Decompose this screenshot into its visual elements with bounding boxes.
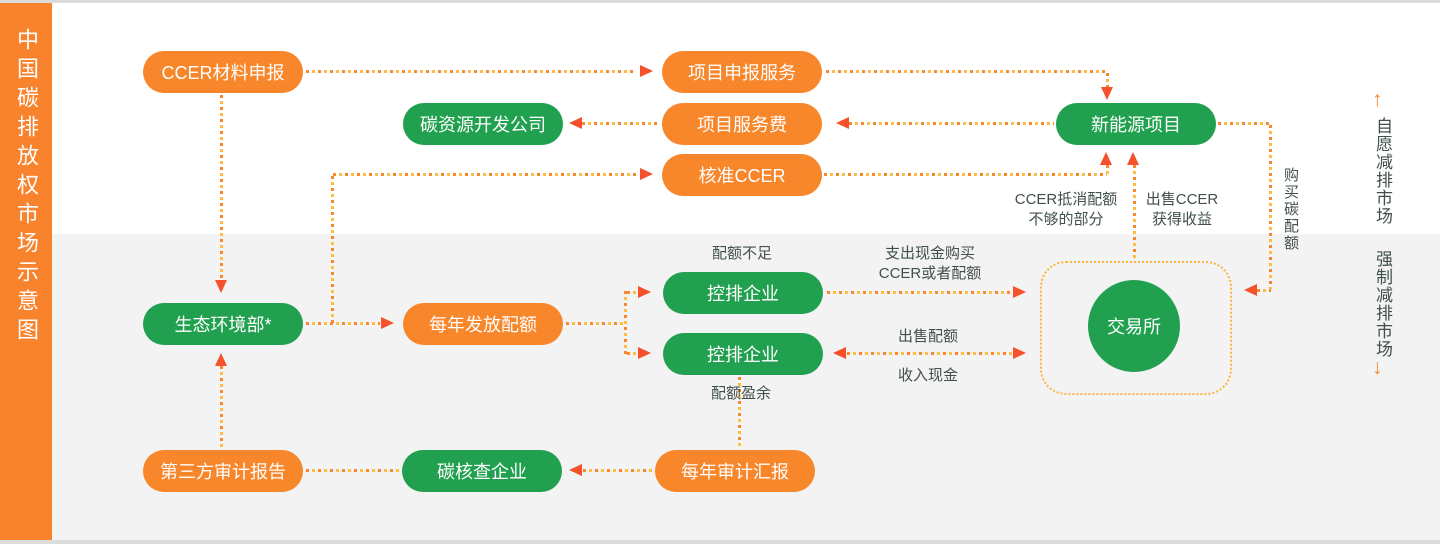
edge-ccer-apply-to-project-apply [306, 70, 636, 73]
label-buy-quota: 购买碳配额 [1282, 167, 1299, 252]
edge-ministry-to-approved-ccer-h [333, 173, 638, 176]
arrowhead-into-annual-quota [381, 317, 394, 329]
arrowhead-into-controlled-top [638, 286, 651, 298]
edge-controlled-bottom-to-annual-audit [738, 377, 741, 449]
edge-controlled-bottom-exchange [847, 352, 1012, 355]
exchange-boundary-box [1040, 261, 1232, 395]
edge-new-energy-to-exchange-h2 [1257, 289, 1271, 292]
edge-third-party-to-ministry [220, 366, 223, 448]
label-sell-ccer: 出售CCER 获得收益 [1122, 190, 1242, 230]
node-annual-quota: 每年发放配额 [403, 303, 563, 345]
label-sell-ccer-line1: 出售CCER [1145, 191, 1219, 208]
node-carbon-dev-company: 碳资源开发公司 [403, 103, 563, 145]
node-approved-ccer: 核准CCER [662, 154, 822, 196]
node-controlled-top: 控排企业 [663, 272, 823, 314]
node-carbon-verifier: 碳核查企业 [402, 450, 562, 492]
label-pay-cash: 支出现金购买 CCER或者配额 [850, 244, 1010, 284]
node-controlled-bottom: 控排企业 [663, 333, 823, 375]
node-project-fee: 项目服务费 [662, 103, 822, 145]
label-ccer-offset-line1: CCER抵消配额 [1014, 191, 1118, 208]
node-exchange: 交易所 [1088, 280, 1180, 372]
label-receive-cash: 收入现金 [897, 367, 958, 384]
node-third-party-report: 第三方审计报告 [143, 450, 303, 492]
label-ccer-offset: CCER抵消配额 不够的部分 [996, 190, 1136, 230]
bottom-border [0, 540, 1440, 544]
edge-split-to-controlled-top [627, 291, 637, 294]
edge-ministry-to-annual-quota [306, 322, 380, 325]
label-quota-surplus: 配额盈余 [710, 385, 771, 402]
node-ccer-apply: CCER材料申报 [143, 51, 303, 93]
edge-split-to-controlled-bottom [627, 352, 637, 355]
market-voluntary-label: 自愿减排市场 [1373, 117, 1392, 225]
label-sell-ccer-line2: 获得收益 [1151, 211, 1212, 228]
label-quota-short: 配额不足 [711, 245, 772, 262]
arrowhead-into-project-fee [836, 117, 849, 129]
edge-controlled-top-to-exchange [827, 291, 1012, 294]
sidebar: 中国碳排放权市场示意图 [0, 3, 52, 540]
edge-annual-quota-split-v [624, 291, 627, 354]
node-project-apply: 项目申报服务 [662, 51, 822, 93]
market-mandatory-label: 强制减排市场 [1373, 250, 1392, 358]
edge-approved-ccer-to-new-energy-v [1106, 165, 1109, 175]
node-annual-audit: 每年审计汇报 [655, 450, 815, 492]
edge-project-apply-to-new-energy-v [1106, 73, 1109, 87]
node-new-energy: 新能源项目 [1056, 103, 1216, 145]
edge-ccer-apply-to-ministry [220, 95, 223, 279]
arrowhead-into-ministry-top [215, 280, 227, 293]
label-ccer-offset-line2: 不够的部分 [1028, 211, 1104, 228]
arrowhead-into-controlled-bottom [638, 347, 651, 359]
label-pay-cash-line1: 支出现金购买 [884, 245, 975, 262]
up-arrow-icon: ↑ [1372, 88, 1383, 111]
arrowhead-into-controlled-bottom-right [833, 347, 846, 359]
edge-new-energy-to-exchange-v [1269, 125, 1272, 289]
top-border [0, 0, 1440, 3]
arrowhead-ccer-offset-into-new-energy [1100, 152, 1112, 165]
edge-annual-quota-split-h [566, 322, 626, 325]
edge-exchange-to-new-energy-v [1133, 165, 1136, 261]
arrowhead-into-exchange-right [1244, 284, 1257, 296]
arrowhead-into-carbon-verifier [569, 464, 582, 476]
arrowhead-into-project-apply [640, 65, 653, 77]
edge-verifier-to-third-party [306, 469, 401, 472]
label-pay-cash-line2: CCER或者配额 [878, 265, 982, 282]
edge-project-apply-to-new-energy-h [826, 70, 1107, 73]
page-title: 中国碳排放权市场示意图 [14, 28, 39, 347]
edge-project-fee-to-carbon-dev [582, 122, 660, 125]
edge-ministry-to-approved-ccer-v [331, 176, 334, 323]
down-arrow-icon: ↓ [1372, 356, 1383, 379]
edge-approved-ccer-to-new-energy-h [824, 173, 1107, 176]
arrowhead-into-approved-ccer [640, 168, 653, 180]
arrowhead-into-new-energy-top [1101, 87, 1113, 100]
node-ministry: 生态环境部* [143, 303, 303, 345]
label-sell-quota: 出售配额 [897, 328, 958, 345]
arrowhead-pay-cash-into-exchange [1013, 286, 1026, 298]
arrowhead-into-ministry-bottom [215, 353, 227, 366]
arrowhead-into-carbon-dev-company [569, 117, 582, 129]
arrowhead-sell-quota-into-exchange [1013, 347, 1026, 359]
edge-annual-audit-to-verifier [583, 469, 654, 472]
arrowhead-sell-ccer-into-new-energy [1127, 152, 1139, 165]
edge-new-energy-to-project-fee [849, 122, 1054, 125]
edge-new-energy-to-exchange-h [1218, 122, 1271, 125]
